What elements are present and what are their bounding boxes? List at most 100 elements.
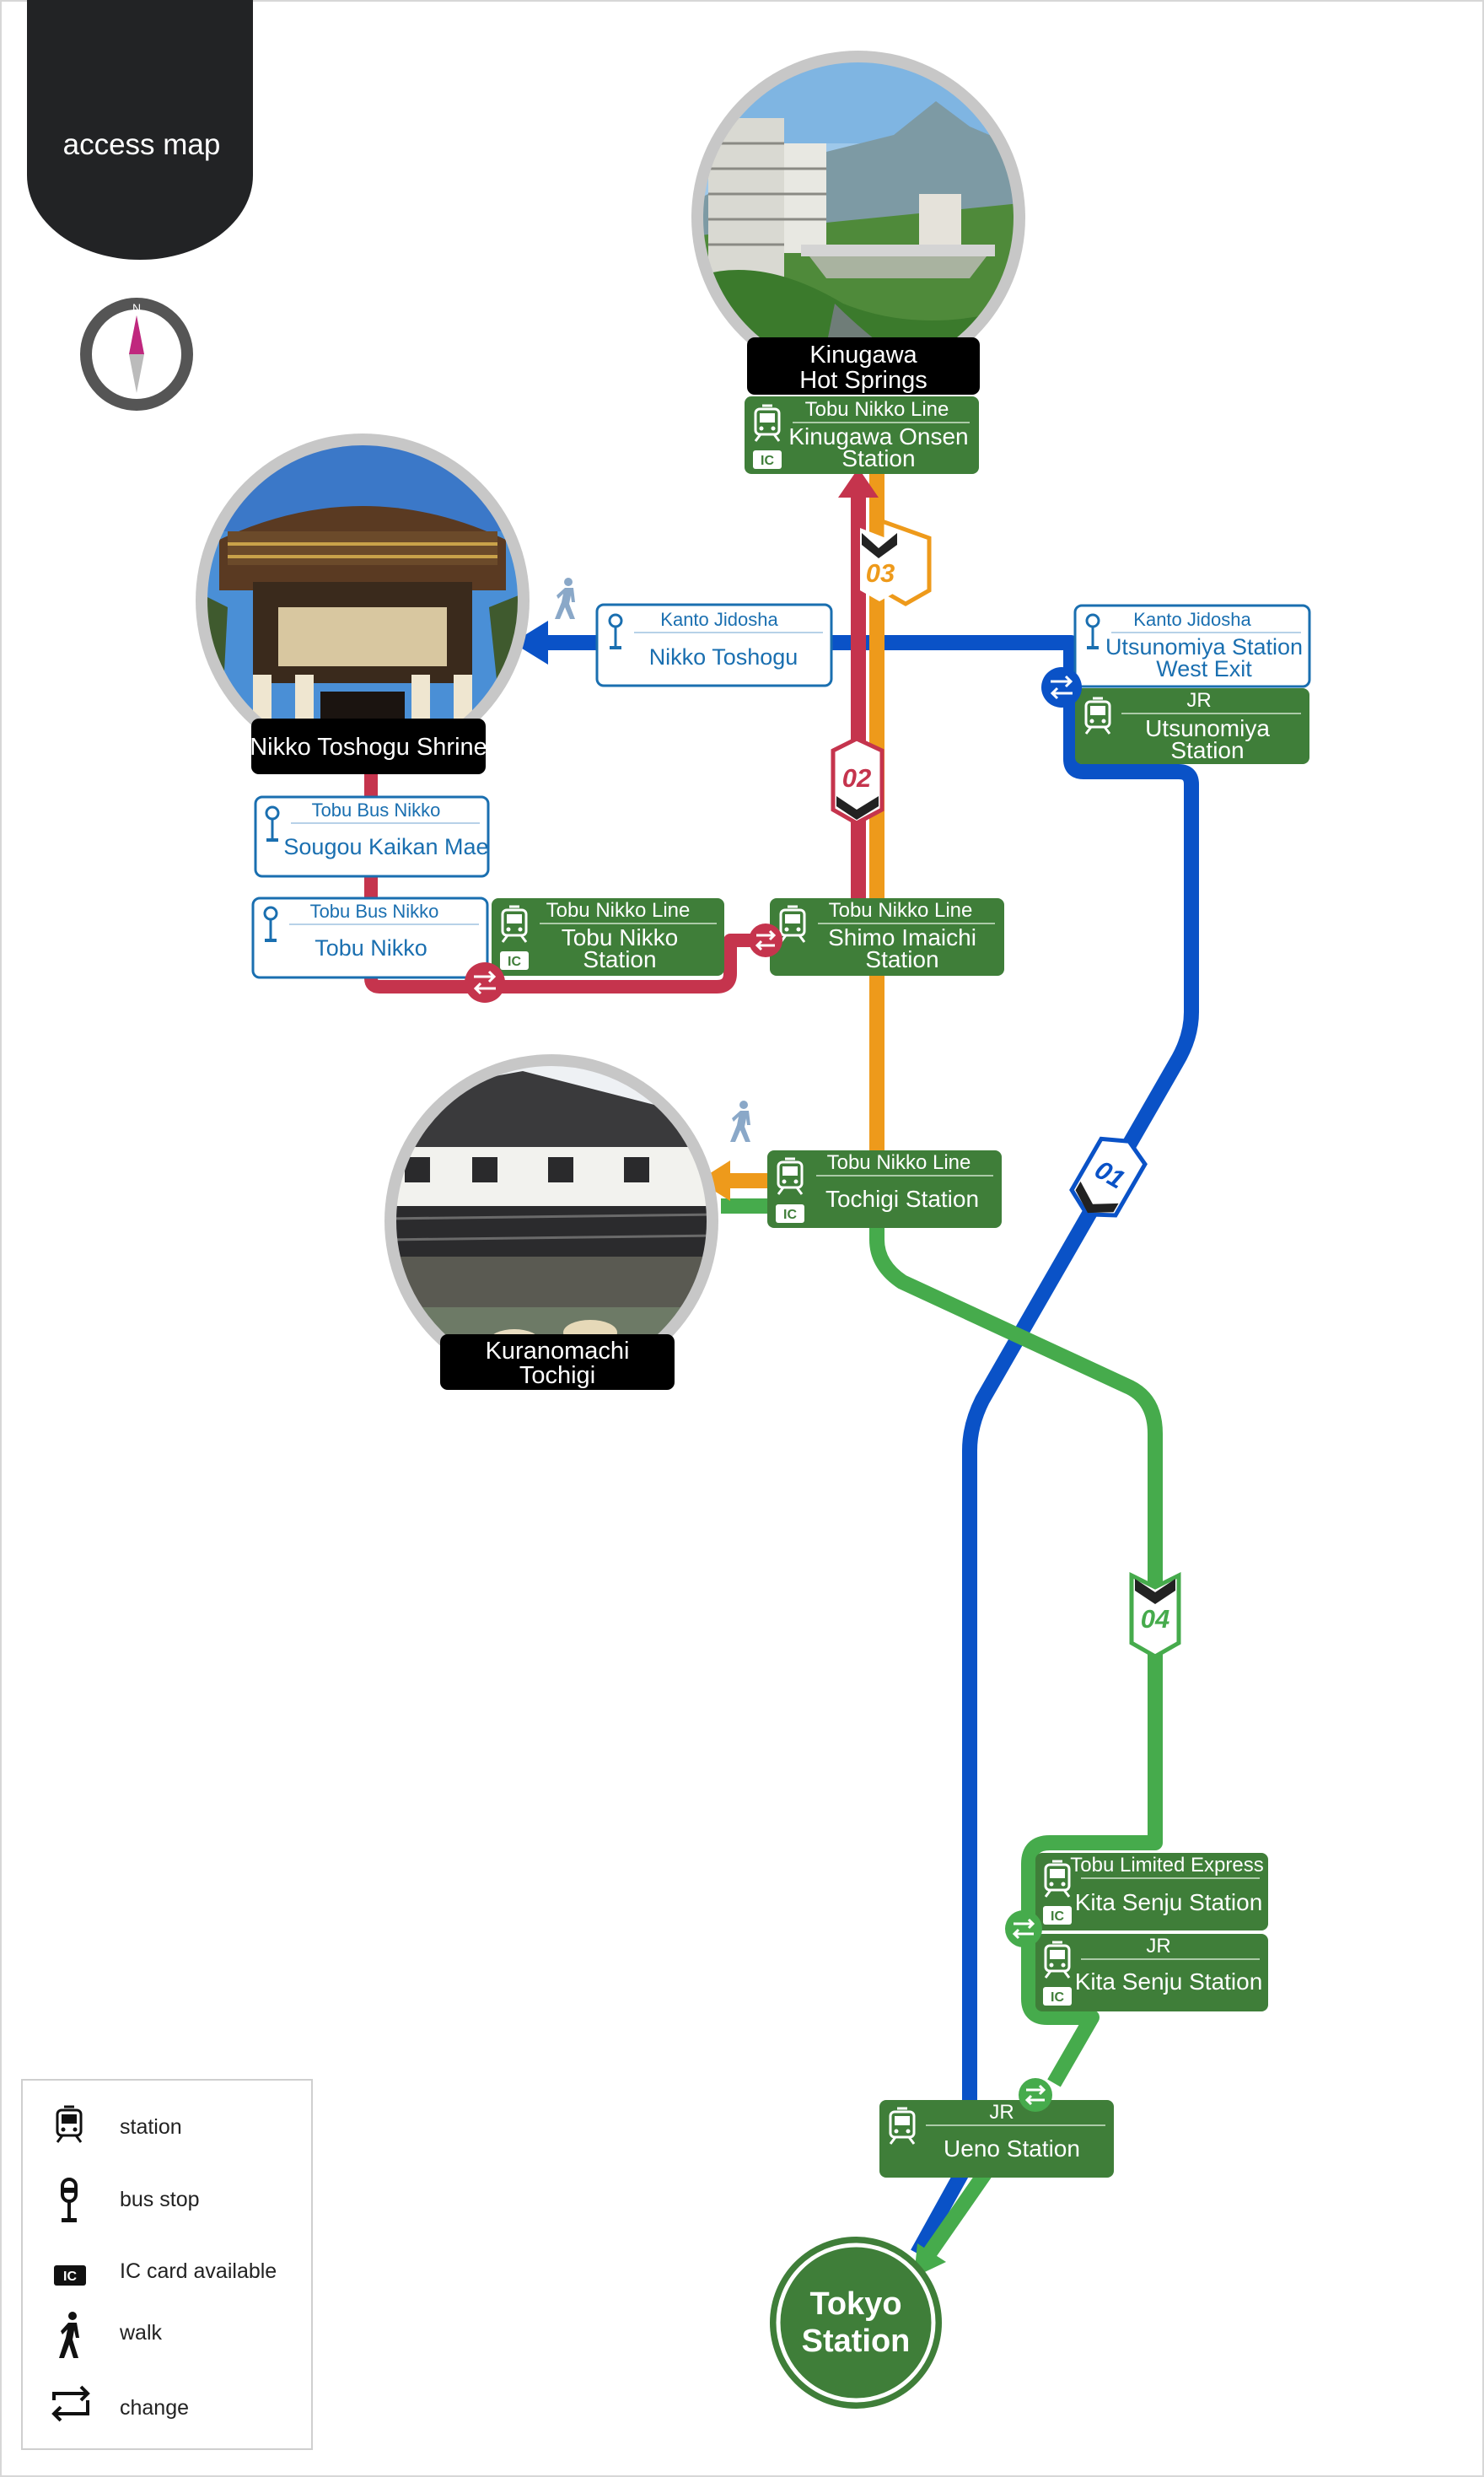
compass-north-label: N [132,301,141,315]
station-shimo-imaichi[interactable]: Tobu Nikko Line Shimo Imaichi Station [770,898,1004,976]
walk-icon [555,578,575,619]
bus-stop-name-line2: West Exit [1156,656,1252,681]
compass: N [80,298,193,411]
page-title: access map [63,128,221,161]
station-name: Utsunomiya [1145,715,1270,741]
route-badge-03: 03 [860,518,932,606]
station-line-label: JR [1146,1935,1170,1957]
kinugawa-caption-line2: Hot Springs [799,367,928,394]
route-number-04: 04 [1141,1604,1169,1634]
route-03-arrowhead [698,1160,730,1201]
toshogu-caption: Nikko Toshogu Shrine [250,719,487,774]
station-line-label: JR [989,2101,1014,2124]
station-tobu-nikko[interactable]: IC Tobu Nikko Line Tobu Nikko Station [492,898,724,976]
route-badge-04: 04 [1129,1571,1181,1659]
route-badge-02: 02 [831,736,884,826]
station-name: Ueno Station [944,2135,1080,2162]
station-utsunomiya[interactable]: JR Utsunomiya Station [1075,688,1309,764]
legend-item-bus-stop: bus stop [60,2178,200,2224]
ic-card-label: IC [783,1208,797,1222]
route-badge-01: 01 [1069,1136,1148,1218]
kinugawa-caption-line1: Kinugawa [809,342,917,369]
station-name: Kinugawa Onsen [788,423,968,450]
bus-stop-tobu-nikko[interactable]: Tobu Bus Nikko Tobu Nikko [251,897,489,979]
station-name: Shimo Imaichi [828,924,976,950]
bus-operator-label: Tobu Bus Nikko [310,901,439,922]
change-icon [1005,1910,1042,1947]
ic-card-icon [500,951,529,970]
toshogu-photo [196,433,530,767]
bus-stop-name: Tobu Nikko [315,935,427,961]
ic-card-icon [776,1204,804,1223]
ic-card-icon [1043,1906,1072,1925]
ic-card-label: IC [1051,1990,1064,2005]
bus-stop-sougou-kaikan-mae[interactable]: Tobu Bus Nikko Sougou Kaikan Mae [254,795,490,878]
change-icon [1041,667,1082,708]
station-kita-senju-jr[interactable]: IC JR Kita Senju Station [1035,1934,1268,2011]
bus-stop-name: Nikko Toshogu [649,644,798,670]
station-kinugawa-onsen[interactable]: IC Tobu Nikko Line Kinugawa Onsen Statio… [745,396,979,474]
station-line-label: Tobu Nikko Line [805,398,949,421]
kuranomachi-photo [384,1054,718,1388]
bus-operator-label: Tobu Bus Nikko [312,800,441,821]
walk-icon [730,1101,750,1142]
route-02-line [364,468,879,993]
kuranomachi-caption: Kuranomachi Tochigi [440,1334,675,1390]
change-icon [51,2385,90,2422]
header-tab: access map [27,0,253,260]
station-line-label: JR [1186,689,1211,712]
legend-item-change: change [51,2385,189,2422]
legend: station bus stop IC IC card available wa… [21,2079,313,2450]
station-name-line2: Station [841,445,915,471]
station-line-label: Tobu Nikko Line [829,899,973,922]
station-name: Tobu Nikko [562,924,679,950]
station-tochigi[interactable]: IC Tobu Nikko Line Tochigi Station [767,1150,1002,1228]
ic-card-label: IC [761,454,774,468]
compass-needle-north [129,315,144,354]
ic-card-icon [54,2265,86,2286]
legend-label: change [120,2396,189,2420]
station-name: Tochigi Station [825,1186,979,1212]
station-name-line2: Station [865,946,938,972]
station-ueno[interactable]: JR Ueno Station [879,2100,1114,2178]
kuranomachi-caption-line1: Kuranomachi [486,1338,630,1365]
station-kita-senju-tobu[interactable]: IC Tobu Limited Express Kita Senju Stati… [1035,1853,1268,1930]
bus-stop-nikko-toshogu[interactable]: Kanto Jidosha Nikko Toshogu [595,603,833,687]
legend-item-station: station [56,2105,182,2144]
change-icon [1019,2078,1052,2112]
route-02-arrowhead [838,468,879,498]
legend-item-ic-card: IC IC card available [54,2259,277,2286]
tokyo-station-terminus[interactable]: Tokyo Station [770,2237,942,2409]
legend-label: IC card available [120,2259,277,2283]
route-number-03: 03 [866,558,895,588]
station-line-label: Tobu Nikko Line [827,1151,971,1174]
station-line-label: Tobu Limited Express [1070,1854,1263,1877]
station-name-line2: Station [583,946,656,972]
legend-item-walk: walk [59,2312,163,2358]
kinugawa-caption: Kinugawa Hot Springs [747,337,980,395]
tokyo-station-line1: Tokyo [809,2286,901,2322]
station-name-line2: Station [1170,737,1244,763]
station-line-label: Tobu Nikko Line [546,899,691,922]
ic-card-icon [1043,1987,1072,2006]
change-icon [465,962,505,1003]
bus-stop-utsunomiya-west-exit[interactable]: Kanto Jidosha Utsunomiya Station West Ex… [1073,604,1311,688]
ic-card-icon [753,450,782,469]
kuranomachi-caption-line2: Tochigi [519,1362,595,1389]
legend-label: walk [119,2321,163,2345]
toshogu-caption-line1: Nikko Toshogu Shrine [250,734,487,761]
route-03-line [698,472,884,1206]
bus-stop-name: Sougou Kaikan Mae [283,834,488,859]
legend-label: station [120,2115,182,2139]
tokyo-station-line2: Station [802,2324,911,2359]
ic-card-label: IC [63,2270,77,2284]
bus-operator-label: Kanto Jidosha [660,609,778,630]
bus-stop-name: Utsunomiya Station [1105,634,1303,660]
change-icon [749,923,782,957]
station-name: Kita Senju Station [1075,1968,1263,1995]
route-number-02: 02 [842,763,871,793]
legend-label: bus stop [120,2188,200,2211]
